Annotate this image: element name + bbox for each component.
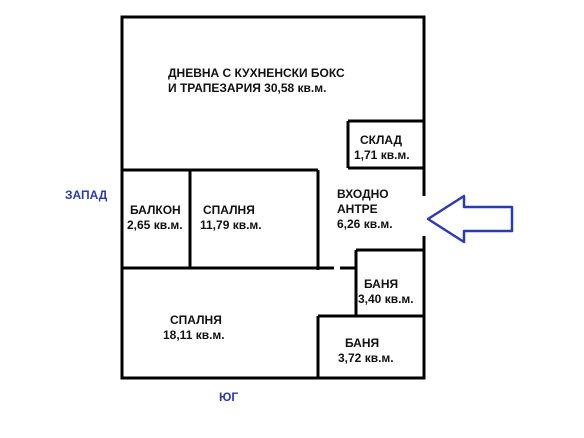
bath2-area: 3,72 кв.м. — [338, 351, 394, 365]
arrow-left-icon — [426, 194, 514, 244]
bath1-area: 3,40 кв.м. — [358, 292, 414, 306]
storage-area: 1,71 кв.м. — [354, 148, 410, 162]
compass-south: ЮГ — [219, 390, 239, 404]
hall-name-line1: ВХОДНО — [337, 187, 389, 201]
bedroom-large-name: СПАЛНЯ — [170, 313, 222, 327]
hall-area: 6,26 кв.м. — [337, 217, 393, 231]
bath1-name: БАНЯ — [364, 277, 399, 291]
storage-name: СКЛАД — [360, 133, 403, 147]
hall-name-line2: АНТРЕ — [337, 202, 378, 216]
bath2-name: БАНЯ — [345, 336, 380, 350]
bedroom-small-name: СПАЛНЯ — [203, 203, 255, 217]
living-room-label-line2: И ТРАПЕЗАРИЯ 30,58 кв.м. — [168, 81, 327, 95]
living-room-label-line1: ДНЕВНА С КУХНЕНСКИ БОКС — [168, 66, 345, 80]
compass-west: ЗАПАД — [65, 188, 108, 202]
bedroom-small-area: 11,79 кв.м. — [200, 218, 262, 232]
balcony-area: 2,65 кв.м. — [127, 218, 183, 232]
balcony-name: БАЛКОН — [130, 203, 181, 217]
bedroom-large-area: 18,11 кв.м. — [163, 328, 225, 342]
